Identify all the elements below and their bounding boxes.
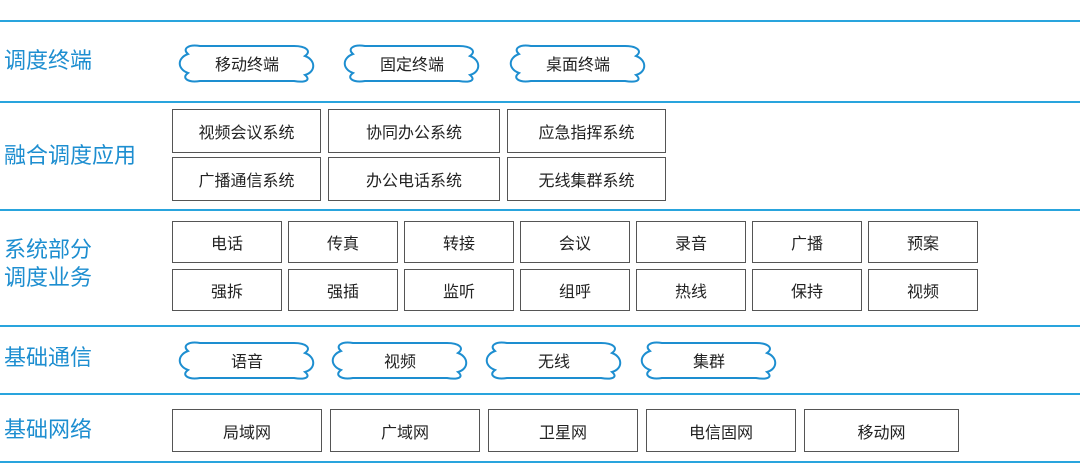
cloud-comm-trunking: 集群: [640, 339, 778, 381]
app-box: 视频会议系统: [172, 109, 321, 153]
business-box: 强拆: [172, 269, 282, 311]
cloud-terminal-fixed: 固定终端: [343, 42, 481, 84]
business-box: 广播: [752, 221, 862, 263]
separator-line: [0, 209, 1080, 211]
cloud-shape: [178, 341, 315, 380]
app-box: 广播通信系统: [172, 157, 321, 201]
separator-line: [0, 461, 1080, 463]
cloud-comm-voice: 语音: [178, 339, 316, 381]
business-box: 组呼: [520, 269, 630, 311]
cloud-label: 语音: [230, 352, 263, 371]
row-label-terminals: 调度终端: [4, 49, 93, 74]
row-label-apps: 融合调度应用: [4, 144, 137, 169]
network-box: 移动网: [804, 409, 959, 452]
cloud-label: 集群: [692, 352, 725, 371]
cloud-shape: [640, 341, 777, 380]
cloud-shape: [343, 44, 480, 83]
business-box: 传真: [288, 221, 398, 263]
cloud-label: 固定终端: [379, 55, 444, 74]
cloud-label: 移动终端: [214, 55, 279, 74]
cloud-shape: [331, 341, 468, 380]
cloud-shape: [485, 341, 622, 380]
business-box: 预案: [868, 221, 978, 263]
cloud-shape: [178, 44, 315, 83]
app-box: 无线集群系统: [507, 157, 666, 201]
network-box: 广域网: [330, 409, 480, 452]
network-box: 电信固网: [646, 409, 796, 452]
business-box: 热线: [636, 269, 746, 311]
row-label-line: 调度业务: [4, 266, 93, 291]
business-box: 视频: [868, 269, 978, 311]
app-box: 应急指挥系统: [507, 109, 666, 153]
cloud-comm-wireless: 无线: [485, 339, 623, 381]
row-label-business: 系统部分 调度业务: [4, 237, 92, 293]
cloud-shape: [509, 44, 646, 83]
separator-line: [0, 393, 1080, 395]
app-box: 协同办公系统: [328, 109, 500, 153]
business-box: 转接: [404, 221, 514, 263]
app-box: 办公电话系统: [328, 157, 500, 201]
network-box: 局域网: [172, 409, 322, 452]
cloud-terminal-mobile: 移动终端: [178, 42, 316, 84]
row-label-network: 基础网络: [4, 418, 93, 443]
business-box: 保持: [752, 269, 862, 311]
cloud-label: 桌面终端: [545, 55, 610, 74]
separator-line: [0, 325, 1080, 327]
cloud-label: 视频: [383, 352, 416, 371]
business-box: 会议: [520, 221, 630, 263]
cloud-comm-video: 视频: [331, 339, 469, 381]
separator-line: [0, 20, 1080, 22]
separator-line: [0, 101, 1080, 103]
business-box: 电话: [172, 221, 282, 263]
business-box: 强插: [288, 269, 398, 311]
business-box: 监听: [404, 269, 514, 311]
row-label-line: 系统部分: [4, 238, 93, 263]
business-box: 录音: [636, 221, 746, 263]
cloud-terminal-desktop: 桌面终端: [509, 42, 647, 84]
network-box: 卫星网: [488, 409, 638, 452]
cloud-label: 无线: [537, 352, 570, 371]
row-label-comm: 基础通信: [4, 346, 93, 371]
